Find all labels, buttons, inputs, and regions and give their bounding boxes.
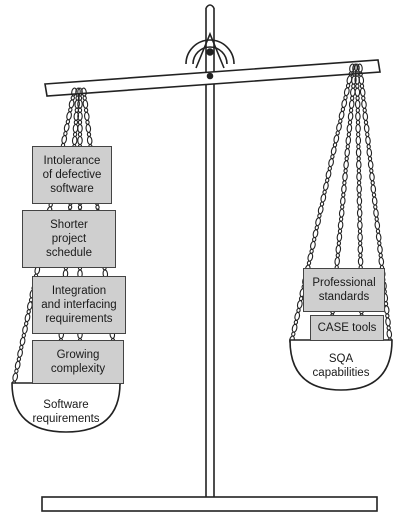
weight-growing-complexity: Growing complexity — [32, 340, 124, 384]
right-pan — [289, 339, 393, 391]
pivot-pin — [206, 48, 214, 56]
pillar-top — [205, 4, 215, 9]
pivot-pointer — [195, 31, 225, 69]
scale-pillar — [205, 8, 215, 497]
right-chain-right — [357, 63, 393, 343]
scale-base — [41, 496, 378, 512]
pivot-ring-inner — [192, 46, 228, 65]
left-pan-label: Software requirements — [32, 399, 100, 425]
pivot-ring-outer — [185, 39, 235, 65]
weight-case-tools: CASE tools — [310, 315, 384, 341]
weight-intolerance-of-defective-software: Intolerance of defective software — [32, 146, 112, 204]
left-pan — [11, 382, 121, 433]
weight-professional-standards: Professional standards — [303, 268, 385, 312]
right-pan-label: SQA capabilities — [312, 353, 370, 379]
beam-pivot — [206, 72, 214, 80]
weight-shorter-project-schedule: Shorter project schedule — [22, 210, 116, 268]
weight-integration-and-interfacing-requirements: Integration and interfacing requirements — [32, 276, 126, 334]
